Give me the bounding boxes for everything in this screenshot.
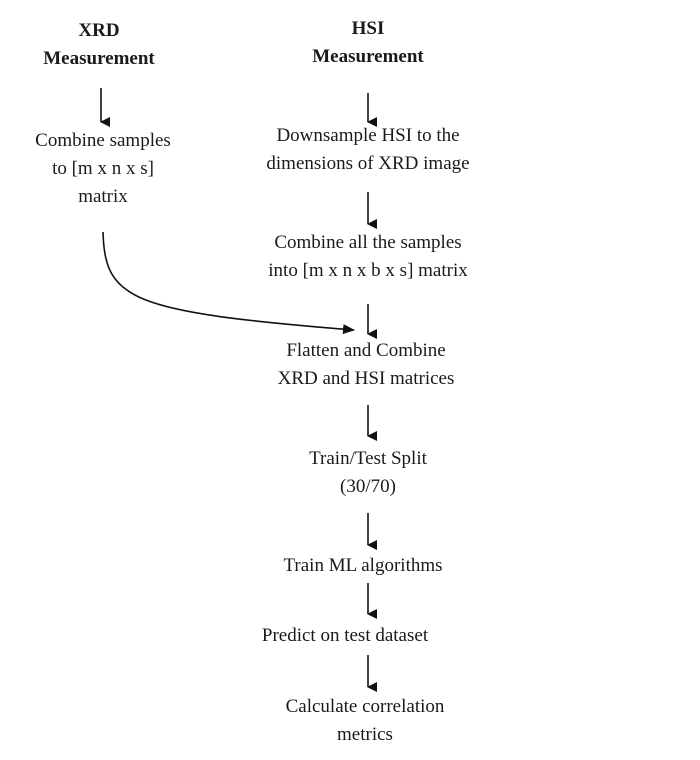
- step-line: Calculate correlation: [285, 696, 445, 717]
- hsi-header: HSI Measurement: [312, 15, 424, 71]
- step-line: XRD and HSI matrices: [277, 368, 455, 389]
- arrow-xrd-to-flatten: [102, 231, 355, 335]
- train-test-split-step: Train/Test Split (30/70): [309, 445, 427, 501]
- flatten-combine-step: Flatten and Combine XRD and HSI matrices: [278, 337, 455, 393]
- step-line: Combine all the samples: [274, 232, 462, 253]
- step-line: Combine samples: [35, 130, 171, 151]
- step-line: Predict on test dataset: [261, 625, 429, 646]
- step-line: (30/70): [340, 476, 396, 497]
- step-line: Flatten and Combine: [286, 340, 446, 361]
- xrd-header-line: XRD: [78, 20, 120, 41]
- step-line: to [m x n x s]: [52, 158, 154, 179]
- xrd-header: XRD Measurement: [43, 17, 155, 73]
- step-line: Train ML algorithms: [283, 555, 443, 576]
- predict-step: Predict on test dataset: [262, 622, 428, 650]
- correlation-step: Calculate correlation metrics: [286, 693, 445, 749]
- step-line: Downsample HSI to the: [276, 125, 460, 146]
- xrd-header-line: Measurement: [43, 48, 155, 69]
- step-line: into [m x n x b x s] matrix: [268, 260, 468, 281]
- step-line: matrix: [78, 186, 128, 207]
- hsi-header-line: HSI: [351, 18, 385, 39]
- train-ml-step: Train ML algorithms: [283, 552, 442, 580]
- step-line: dimensions of XRD image: [266, 153, 470, 174]
- hsi-header-line: Measurement: [312, 46, 424, 67]
- downsample-step: Downsample HSI to the dimensions of XRD …: [266, 122, 469, 178]
- combine-hsi-step: Combine all the samples into [m x n x b …: [268, 229, 467, 285]
- xrd-combine-step: Combine samples to [m x n x s] matrix: [35, 127, 171, 211]
- step-line: metrics: [337, 724, 393, 745]
- step-line: Train/Test Split: [309, 448, 427, 469]
